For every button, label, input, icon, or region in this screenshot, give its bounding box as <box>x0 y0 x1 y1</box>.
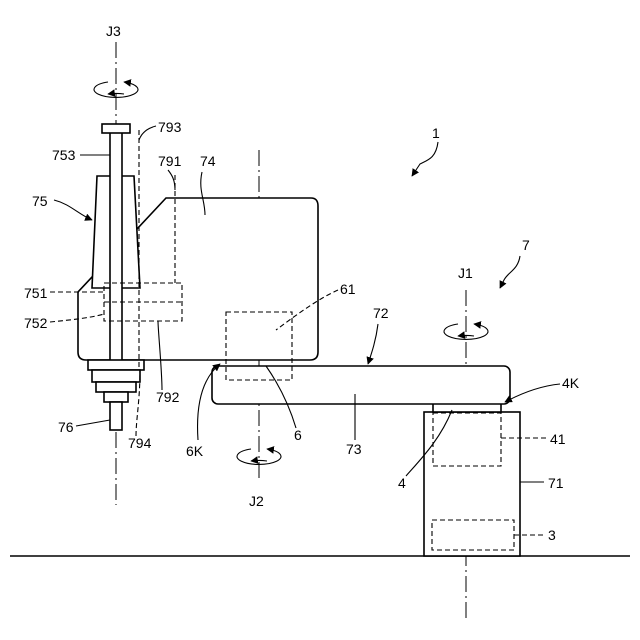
label-75: 75 <box>32 193 48 209</box>
label-753: 753 <box>52 147 76 163</box>
shaft-753 <box>110 132 122 362</box>
label-73: 73 <box>346 441 362 457</box>
label-76: 76 <box>58 419 74 435</box>
label-7: 7 <box>522 237 530 253</box>
label-61: 61 <box>340 281 356 297</box>
label-6: 6 <box>294 427 302 443</box>
label-41: 41 <box>550 431 566 447</box>
label-j3: J3 <box>106 23 121 39</box>
shaft-cap <box>102 124 130 133</box>
arm-73 <box>212 366 510 404</box>
label-j2: J2 <box>249 493 264 509</box>
label-3: 3 <box>548 527 556 543</box>
label-72: 72 <box>373 305 389 321</box>
base-71 <box>424 412 520 556</box>
label-1: 1 <box>432 125 440 141</box>
label-4k: 4K <box>562 375 580 391</box>
label-71: 71 <box>548 475 564 491</box>
label-j1: J1 <box>458 265 473 281</box>
label-74: 74 <box>200 153 216 169</box>
label-751: 751 <box>24 285 48 301</box>
label-4: 4 <box>398 475 406 491</box>
label-6k: 6K <box>186 443 204 459</box>
nut-76 <box>88 360 144 430</box>
label-794: 794 <box>128 435 152 451</box>
label-792: 792 <box>156 389 180 405</box>
label-791: 791 <box>158 153 182 169</box>
label-752: 752 <box>24 315 48 331</box>
label-793: 793 <box>158 119 182 135</box>
